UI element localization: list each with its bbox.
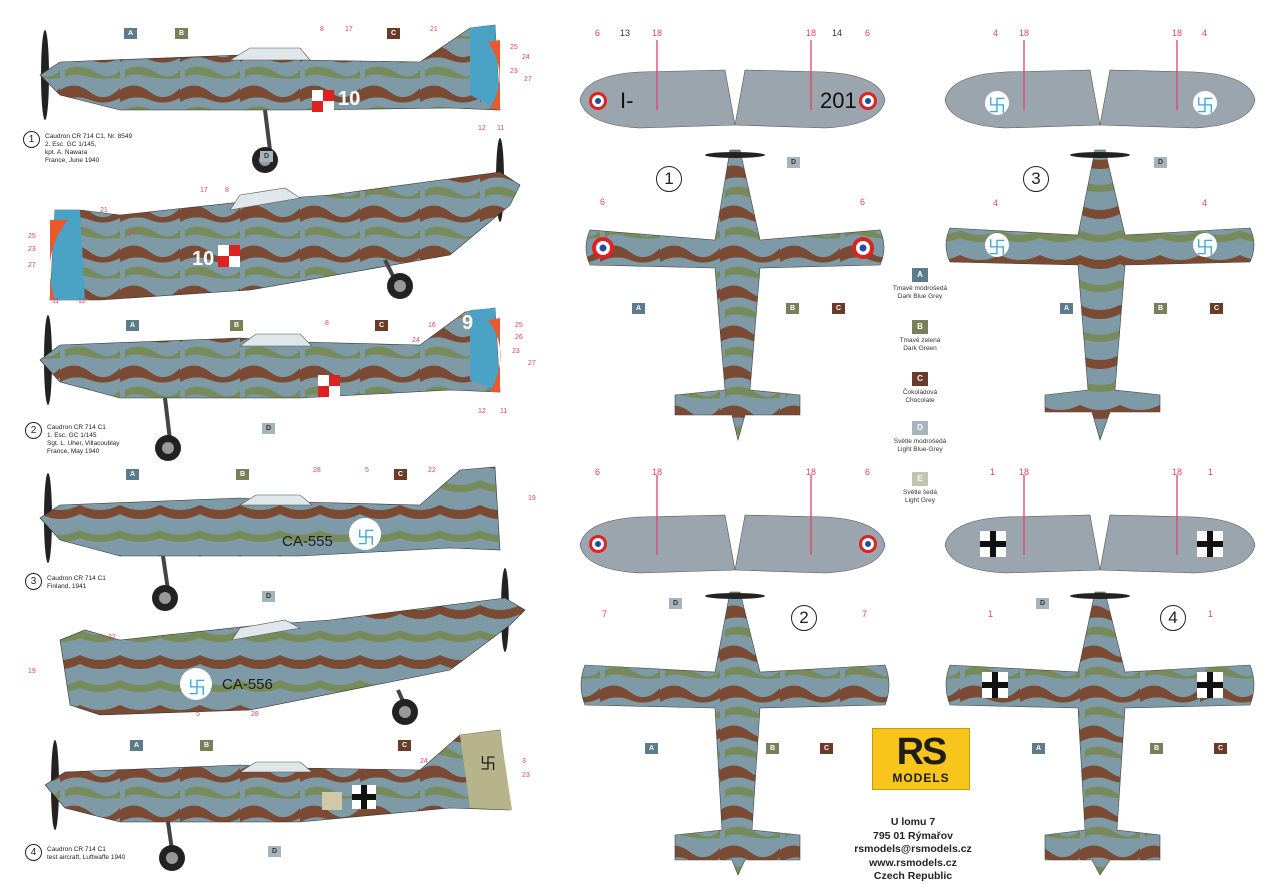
paint-code-c: C — [820, 743, 833, 754]
profile-4-number: 4 — [25, 844, 42, 861]
profile-3-number: 3 — [25, 573, 42, 590]
paint-code-c: C — [398, 740, 411, 751]
company-address: U lomu 7 795 01 Rýmařov rsmodels@rsmodel… — [838, 816, 988, 884]
profile-4-aircraft — [44, 729, 512, 871]
paint-code-a: A — [130, 740, 143, 751]
profile-3b-fuselage-code: CA-556 — [222, 676, 273, 693]
plan-3-lower-view — [945, 149, 1255, 441]
profile-1-fuselage-code: 10 — [338, 88, 361, 110]
legend-item-c: C Čokoládová Chocolate — [902, 372, 938, 404]
legend-item-a: A Tmavě modrošedá Dark Blue Grey — [892, 268, 948, 300]
paint-code-a: A — [1032, 743, 1045, 754]
paint-code-d: D — [268, 846, 281, 857]
plan-1-number: 1 — [656, 166, 682, 192]
plan-1-wing-code-right: 201 — [820, 88, 857, 113]
finnish-marking-icon: 卐 — [988, 96, 1006, 116]
profile-1-number: 1 — [23, 131, 40, 148]
paint-code-a: A — [126, 320, 139, 331]
profile-1-caption: 1 Caudron CR 714 C1, Nr. 8549 2. Esc. GC… — [23, 131, 132, 165]
email-link[interactable]: rsmodels@rsmodels.cz — [854, 843, 972, 855]
reference-lines — [656, 40, 1178, 555]
legend-item-b: B Tmavě zelená Dark Green — [899, 320, 941, 352]
paint-code-d: D — [262, 423, 275, 434]
website-link[interactable]: www.rsmodels.cz — [869, 856, 957, 869]
legend-item-d: D Světle modrošedá Light Blue-Grey — [893, 421, 947, 453]
paint-code-b: B — [200, 740, 213, 751]
plan-1-lower-view — [585, 149, 885, 442]
plan-4-upper-wing — [944, 514, 1256, 574]
paint-code-c: C — [387, 28, 400, 39]
tail-marking-icon: 卐 — [480, 756, 497, 773]
profile-4-caption: 4 Caudron CR 714 C1 test aircraft, Luftw… — [25, 844, 125, 862]
paint-code-a: A — [632, 303, 645, 314]
paint-code-d: D — [262, 591, 275, 602]
plan-2-lower-view — [580, 591, 890, 876]
profile-2-fin-code: 9 — [462, 312, 474, 334]
profile-2-caption: 2 Caudron CR 714 C1 1. Esc. GC 1/145 Sgt… — [25, 422, 120, 456]
paint-code-b: B — [230, 320, 243, 331]
profile-2-number: 2 — [25, 422, 42, 439]
paint-code-d: D — [787, 157, 800, 168]
paint-code-a: A — [126, 469, 139, 480]
paint-code-c: C — [832, 303, 845, 314]
finnish-marking-icon: 卐 — [188, 678, 206, 698]
plan-1-wing-code-left: I- — [620, 88, 634, 113]
paint-code-a: A — [645, 743, 658, 754]
profile-2-aircraft — [39, 307, 501, 461]
paint-code-b: B — [1150, 743, 1163, 754]
paint-code-b: B — [766, 743, 779, 754]
paint-code-a: A — [1060, 303, 1073, 314]
paint-code-c: C — [394, 469, 407, 480]
paint-code-d: D — [1154, 157, 1167, 168]
profile-3-caption: 3 Caudron CR 714 C1 Finland, 1941 — [25, 573, 106, 591]
plan-2-upper-wing — [579, 514, 886, 574]
plan-3-number: 3 — [1023, 166, 1049, 192]
paint-code-b: B — [236, 469, 249, 480]
profile-1-aircraft-right — [49, 138, 521, 301]
paint-code-c: C — [375, 320, 388, 331]
finnish-marking-icon: 卐 — [1196, 238, 1214, 258]
paint-code-c: C — [1214, 743, 1227, 754]
profile-1b-fuselage-code: 10 — [192, 248, 215, 270]
paint-code-d: D — [669, 598, 682, 609]
legend-item-e: E Světle šedá Light Grey — [903, 472, 937, 504]
paint-code-d: D — [260, 151, 273, 162]
finnish-marking-icon: 卐 — [988, 238, 1006, 258]
plan-4-lower-view — [945, 591, 1255, 876]
paint-code-b: B — [175, 28, 188, 39]
plan-2-number: 2 — [791, 605, 817, 631]
profile-3-fuselage-code: CA-555 — [282, 533, 333, 550]
paint-code-d: D — [1036, 598, 1049, 609]
paint-code-b: B — [786, 303, 799, 314]
paint-code-b: B — [1154, 303, 1167, 314]
rs-models-logo: RS MODELS — [872, 728, 970, 790]
finnish-marking-icon: 卐 — [357, 528, 375, 548]
profile-3-aircraft — [39, 466, 501, 611]
finnish-marking-icon: 卐 — [1196, 96, 1214, 116]
plan-4-number: 4 — [1160, 605, 1186, 631]
paint-code-c: C — [1210, 303, 1223, 314]
profile-3-aircraft-right — [59, 568, 526, 725]
paint-code-a: A — [124, 28, 137, 39]
